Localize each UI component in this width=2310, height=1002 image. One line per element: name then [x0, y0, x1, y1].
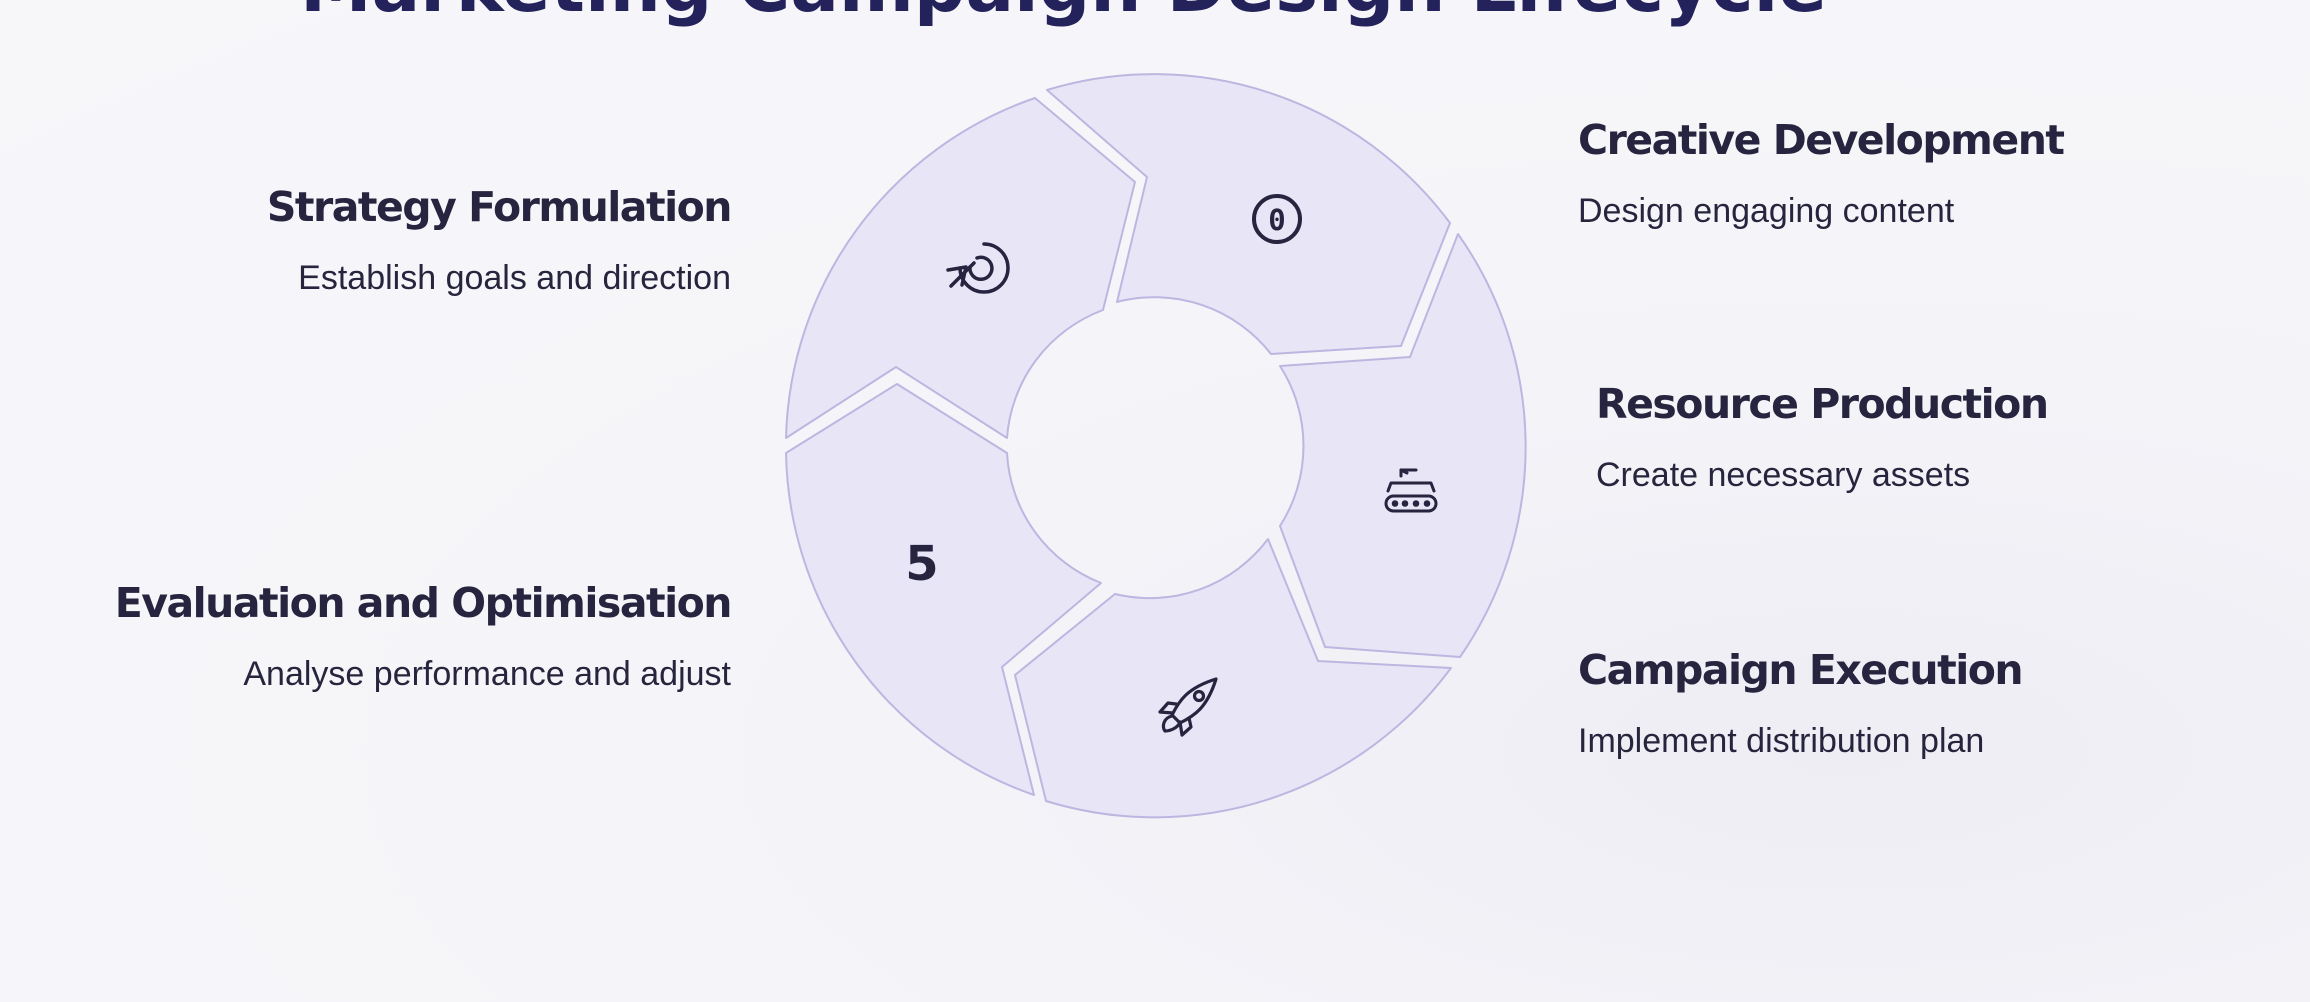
segment-campaign-execution[interactable] [1014, 538, 1452, 819]
step-evaluation-optimisation: Evaluation and Optimisation Analyse perf… [31, 579, 733, 694]
step-title: Resource Production [1596, 380, 2049, 428]
segment-label-creative: 0 [1268, 203, 1285, 237]
segment-resource-production[interactable] [1279, 233, 1527, 658]
number-five-icon: 5 [905, 536, 938, 592]
segment-evaluation-optimisation[interactable] [785, 383, 1102, 796]
step-campaign-execution: Campaign Execution Implement distributio… [1578, 646, 2278, 761]
step-resource-production: Resource Production Create necessary ass… [1596, 380, 2296, 495]
step-title: Campaign Execution [1578, 646, 2024, 694]
step-description: Establish goals and direction [298, 259, 731, 298]
conveyor-belt-icon [1384, 468, 1438, 513]
target-arrow-icon [946, 242, 1010, 294]
step-description: Design engaging content [1578, 192, 1955, 231]
number-zero-icon: 0 [1252, 194, 1302, 244]
step-description: Analyse performance and adjust [243, 655, 731, 694]
step-description: Create necessary assets [1596, 456, 1971, 495]
step-creative-development: Creative Development Design engaging con… [1578, 116, 2278, 231]
step-title: Strategy Formulation [266, 183, 733, 231]
segment-creative-development[interactable] [1046, 73, 1451, 355]
page-title: Marketing Campaign Design Lifecycle [300, 0, 1827, 28]
step-title: Evaluation and Optimisation [114, 579, 733, 627]
step-description: Implement distribution plan [1578, 722, 1985, 761]
step-strategy-formulation: Strategy Formulation Establish goals and… [31, 183, 733, 298]
rocket-icon [1158, 677, 1218, 737]
step-title: Creative Development [1578, 116, 2065, 164]
